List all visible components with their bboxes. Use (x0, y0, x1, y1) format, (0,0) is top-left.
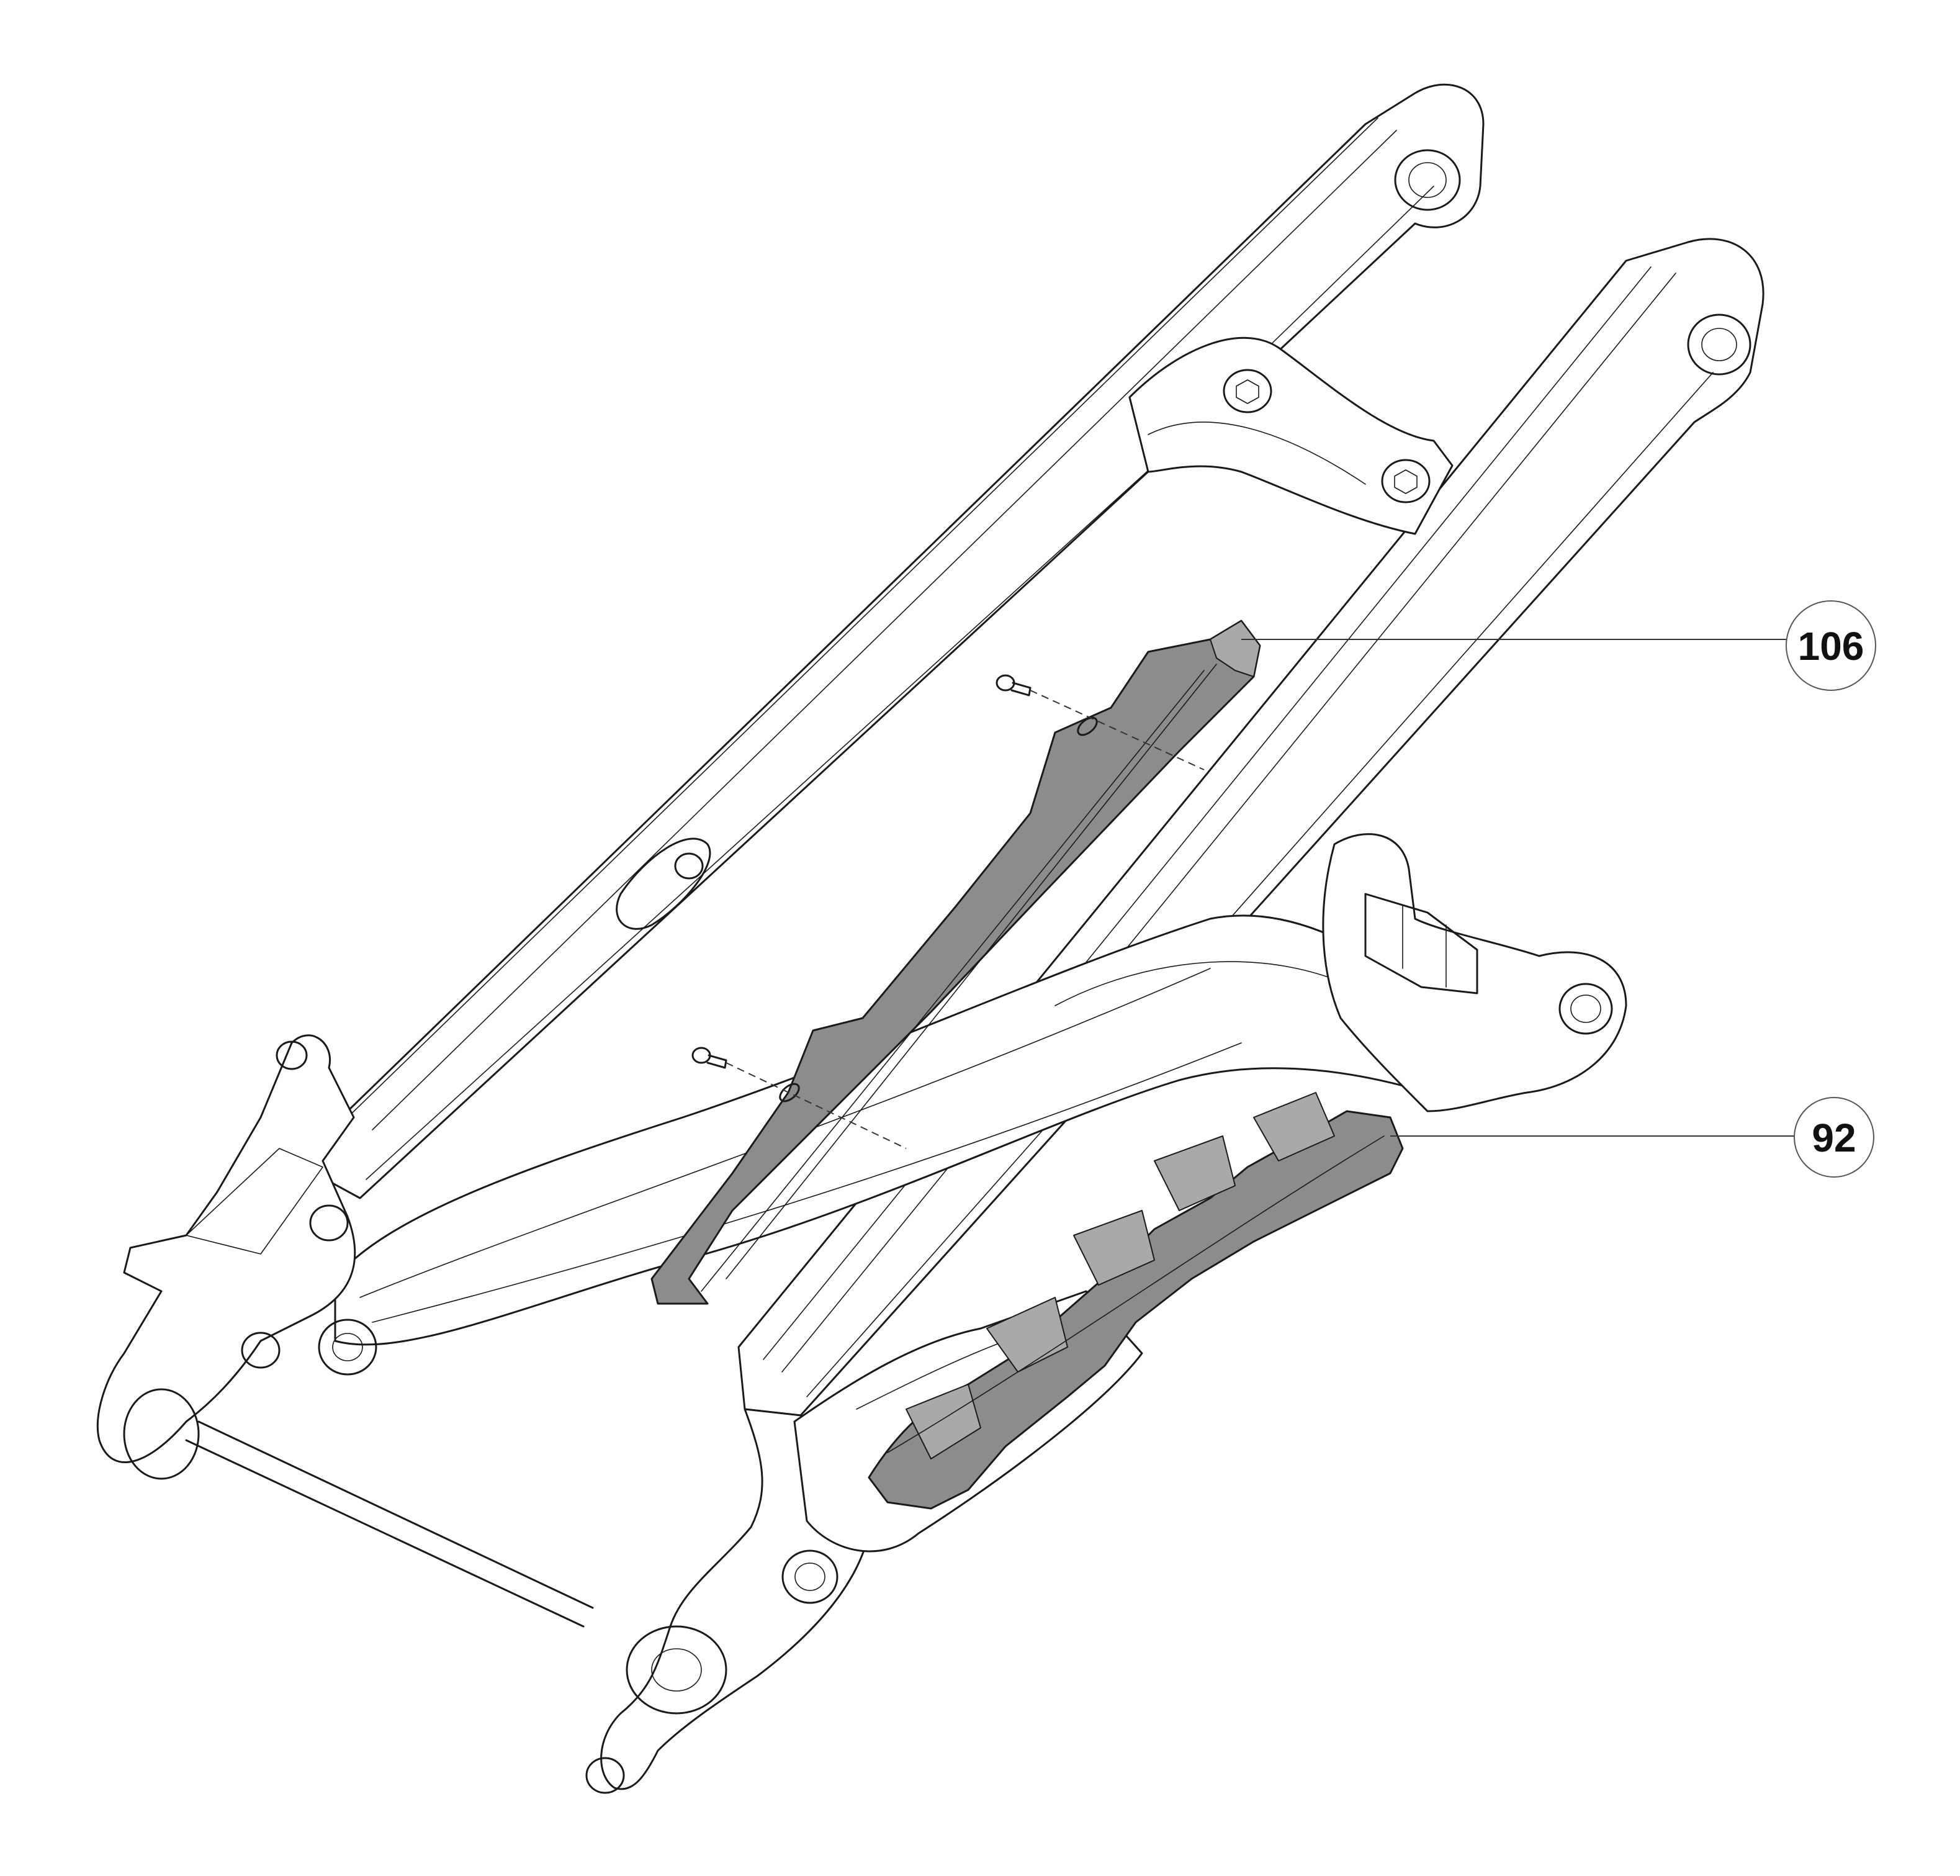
right-dropout (585, 1408, 871, 1794)
callout-106: 106 (1786, 600, 1876, 691)
assembly-line-upper (1030, 690, 1205, 770)
callout-92: 92 (1794, 1097, 1874, 1178)
part-106-chain-guard (650, 620, 1261, 1305)
rear-axle (185, 1420, 594, 1628)
stay-slot (616, 837, 711, 930)
screw-lower (691, 1047, 727, 1069)
pivot-linkage (1322, 833, 1627, 1112)
callout-92-label: 92 (1812, 1116, 1856, 1160)
assembly-line-lower (726, 1062, 907, 1149)
screw-upper (996, 674, 1032, 697)
left-dropout (96, 1034, 377, 1480)
part-92-chainstay-protector (868, 1092, 1404, 1510)
seatstay-bridge (1128, 336, 1454, 535)
callout-106-label: 106 (1798, 624, 1864, 669)
